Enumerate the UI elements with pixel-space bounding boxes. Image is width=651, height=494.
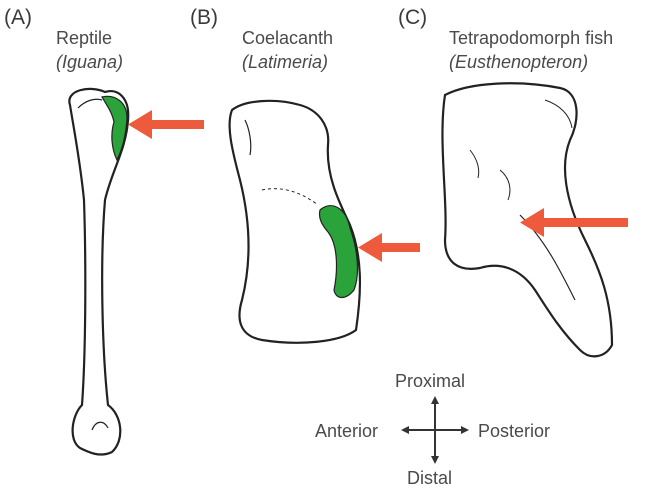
reptile-arrow — [128, 110, 204, 139]
panel-b-group: Coelacanth — [242, 28, 334, 48]
orientation-compass — [401, 396, 469, 464]
panel-a-group: Reptile — [56, 28, 113, 48]
panel-label-a: (A) — [4, 6, 32, 29]
compass-distal-label: Distal — [407, 468, 453, 488]
eusthenopteron-arrow — [520, 208, 628, 237]
panel-b-taxon: (Latimeria) — [242, 52, 329, 72]
coelacanth-arrow — [358, 233, 420, 262]
panel-c-taxon: (Eusthenopteron) — [449, 52, 589, 72]
panel-label-c: (C) — [398, 6, 428, 29]
coelacanth-highlight-region — [318, 205, 359, 299]
panel-c-group: Tetrapodomorph fish — [449, 28, 614, 48]
compass-proximal-label: Proximal — [395, 371, 466, 391]
panel-a-taxon: (Iguana) — [56, 52, 124, 72]
coelacanth-humerus-drawing — [228, 99, 361, 344]
reptile-humerus-drawing — [68, 87, 130, 456]
reptile-highlight-region — [101, 95, 128, 162]
panel-label-b: (B) — [190, 6, 218, 29]
compass-anterior-label: Anterior — [315, 421, 379, 441]
compass-posterior-label: Posterior — [478, 421, 551, 441]
